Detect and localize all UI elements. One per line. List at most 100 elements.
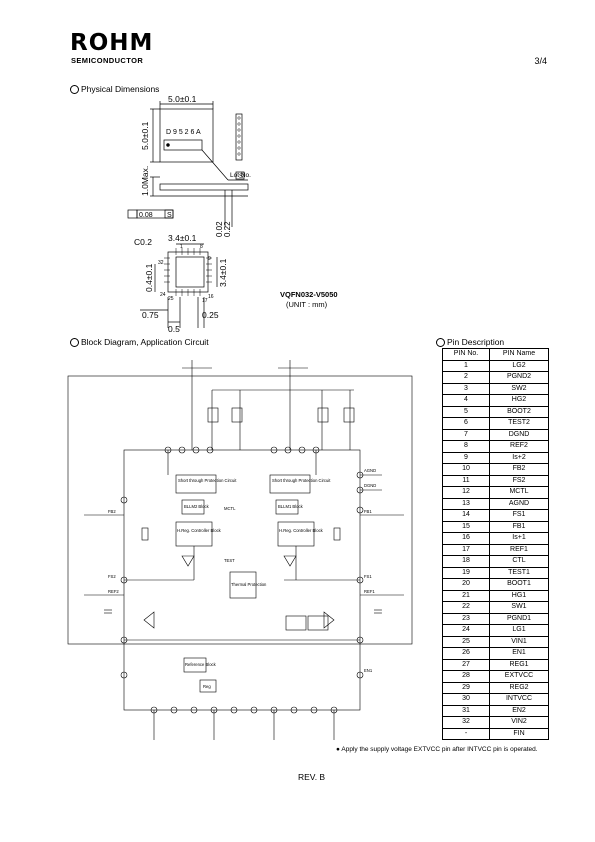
pin-number-cell: 6 — [442, 417, 490, 430]
ref1-label: REF1 — [364, 589, 375, 594]
pin-name-cell: FB2 — [489, 463, 549, 476]
pin-name-cell: HG2 — [489, 394, 549, 407]
pin24-label: 24 — [160, 292, 166, 298]
pin-name-cell: EN2 — [489, 704, 549, 717]
fs2-label: FS2 — [108, 574, 116, 579]
pin-name-cell: MCTL — [489, 486, 549, 499]
pin-number-cell: 27 — [442, 658, 490, 671]
block-diagram-heading: Block Diagram, Application Circuit — [70, 337, 209, 347]
reference-label: Reference Block — [185, 662, 217, 667]
pin-name-cell: REF2 — [489, 440, 549, 453]
ref2-label: REF2 — [108, 589, 119, 594]
pin-name-cell: BOOT2 — [489, 405, 549, 418]
fb2-label: FB2 — [108, 509, 116, 514]
pad-height: 3.4±0.1 — [218, 258, 228, 287]
pin-name-cell: VIN1 — [489, 635, 549, 648]
pin-name-cell: REG2 — [489, 681, 549, 694]
bullet-circle-icon — [436, 337, 445, 347]
bllm1-block — [275, 499, 299, 515]
pin-description-heading: Pin Description — [436, 337, 504, 347]
lot-number-label: Lot No. — [230, 172, 251, 179]
pin-name-cell: REG1 — [489, 658, 549, 671]
standoff: 0.02 — [215, 221, 224, 237]
pin-name-cell: FIN — [489, 727, 549, 740]
pin-number-cell: 13 — [442, 497, 490, 510]
max-height: 1.0Max. — [140, 166, 150, 196]
pin-name-cell: PGND2 — [489, 371, 549, 384]
unit-label: (UNIT : mm) — [286, 300, 328, 309]
dgnd-label: DGND — [364, 483, 376, 488]
pin-number-cell: 32 — [442, 716, 490, 729]
pin-name-cell: DGND — [489, 428, 549, 441]
chamfer: C0.2 — [134, 237, 152, 247]
shoot-through-block-right — [269, 474, 311, 494]
shoot-through-right-label: Short through Protection Circuit — [272, 478, 331, 483]
pin-number-cell: 16 — [442, 532, 490, 545]
heading-text: Pin Description — [447, 337, 505, 347]
chip-marking: D 9 5 2 6 A — [166, 129, 201, 136]
pin-number-cell: 24 — [442, 624, 490, 637]
pin-name-cell: FS2 — [489, 474, 549, 487]
table-header-row: PIN No. PIN Name — [442, 348, 549, 361]
dim-height: 5.0±0.1 — [140, 121, 150, 150]
terminal: 0.22 — [223, 221, 232, 237]
reg-label: Reg — [203, 684, 211, 689]
pin-number-cell: 30 — [442, 693, 490, 706]
pin-name-cell: TEST2 — [489, 417, 549, 430]
col-pin-no: PIN No. — [442, 348, 490, 361]
note-text: Apply the supply voltage EXTVCC pin afte… — [341, 746, 538, 753]
pin-name-cell: VIN2 — [489, 716, 549, 729]
reg-block — [199, 679, 217, 693]
pin-name-cell: TEST1 — [489, 566, 549, 579]
test-label: TEST — [224, 558, 235, 563]
pin-number-cell: 23 — [442, 612, 490, 625]
pin-number-cell: 3 — [442, 382, 490, 395]
outer-connection-frame — [67, 375, 413, 645]
bullet-dot-icon: ● — [336, 746, 340, 753]
pin-number-cell: 9 — [442, 451, 490, 464]
pin17-label: 17 — [202, 298, 208, 304]
reference-block — [183, 657, 207, 673]
pin-name-cell: BOOT1 — [489, 578, 549, 591]
pin25-label: 25 — [168, 296, 174, 302]
pin-number-cell: 19 — [442, 566, 490, 579]
pin-name-cell: CTL — [489, 555, 549, 568]
agnd-label: AGND — [364, 468, 376, 473]
reg-block-3 — [307, 615, 329, 631]
pin-name-cell: INTVCC — [489, 693, 549, 706]
pin-name-cell: FB1 — [489, 520, 549, 533]
pin-name-cell: FS1 — [489, 509, 549, 522]
pin-number-cell: 22 — [442, 601, 490, 614]
pin1-label: 1 — [180, 244, 183, 250]
flatness: 0.08 — [139, 212, 153, 219]
pin-number-cell: 14 — [442, 509, 490, 522]
fs1-label: FS1 — [364, 574, 372, 579]
pin-number-cell: - — [442, 727, 490, 740]
pin-name-cell: PGND1 — [489, 612, 549, 625]
bullet-circle-icon — [70, 84, 79, 94]
pin-length-v: 0.4±0.1 — [144, 263, 154, 292]
pin-number-cell: 15 — [442, 520, 490, 533]
reg-block-2 — [285, 615, 307, 631]
rohm-logo: ROHM — [70, 30, 154, 56]
package-bottom-view — [167, 251, 209, 293]
shoot-through-left-label: Short through Protection Circuit — [178, 478, 237, 483]
physical-dimensions-heading: Physical Dimensions — [70, 84, 159, 94]
pin-name-cell: EN1 — [489, 647, 549, 660]
pin-number-cell: 4 — [442, 394, 490, 407]
